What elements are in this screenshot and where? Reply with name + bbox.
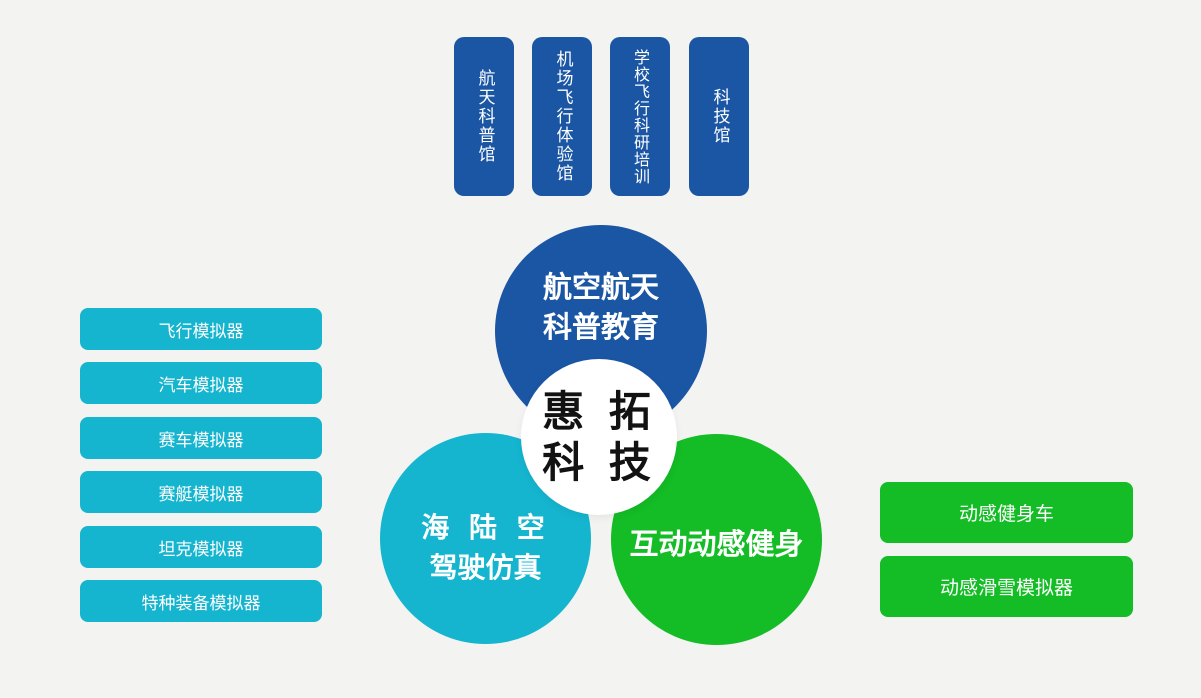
- product-pill-label: 赛车模拟器: [158, 430, 244, 451]
- banner-science-technology-museum: 科技馆: [689, 37, 749, 196]
- brand-name-line1: 惠 拓: [542, 387, 656, 436]
- product-pill-special-equipment-simulator: 特种装备模拟器: [80, 580, 322, 622]
- banner-label: 科技馆: [709, 88, 730, 145]
- product-pill-car-simulator: 汽车模拟器: [80, 362, 322, 404]
- product-pill-tank-simulator: 坦克模拟器: [80, 526, 322, 568]
- banner-school-flight-research-training: 学校飞行科研培训: [610, 37, 670, 196]
- banner-airport-flight-experience-hall: 机场飞行体验馆: [532, 37, 592, 196]
- banner-aerospace-science-museum: 航天科普馆: [454, 37, 514, 196]
- banner-label: 机场飞行体验馆: [552, 50, 573, 183]
- circle-label-line1: 海 陆 空: [421, 510, 550, 544]
- product-pill-label: 赛艇模拟器: [158, 484, 244, 505]
- product-pill-flight-simulator: 飞行模拟器: [80, 308, 322, 350]
- product-pill-dynamic-fitness-bike: 动感健身车: [880, 482, 1133, 543]
- banner-label: 学校飞行科研培训: [631, 48, 650, 185]
- circle-label-line2: 驾驶仿真: [429, 550, 542, 584]
- circle-label-line2: 科普教育: [542, 309, 659, 344]
- product-pill-label: 飞行模拟器: [158, 321, 244, 342]
- product-pill-rowing-simulator: 赛艇模拟器: [80, 471, 322, 513]
- circle-label-line1: 航空航天: [542, 269, 659, 304]
- circle-label-line1: 互动动感健身: [629, 526, 804, 561]
- product-pill-label: 动感健身车: [958, 503, 1054, 525]
- banner-label: 航天科普馆: [474, 69, 495, 164]
- product-pill-label: 汽车模拟器: [158, 375, 244, 396]
- product-pill-label: 坦克模拟器: [158, 539, 244, 560]
- product-pill-racing-simulator: 赛车模拟器: [80, 417, 322, 459]
- product-pill-dynamic-ski-simulator: 动感滑雪模拟器: [880, 556, 1133, 617]
- center-brand-circle: 惠 拓 科 技: [521, 359, 677, 515]
- product-pill-label: 动感滑雪模拟器: [939, 577, 1073, 599]
- product-pill-label: 特种装备模拟器: [141, 593, 261, 614]
- brand-name-line2: 科 技: [542, 438, 656, 487]
